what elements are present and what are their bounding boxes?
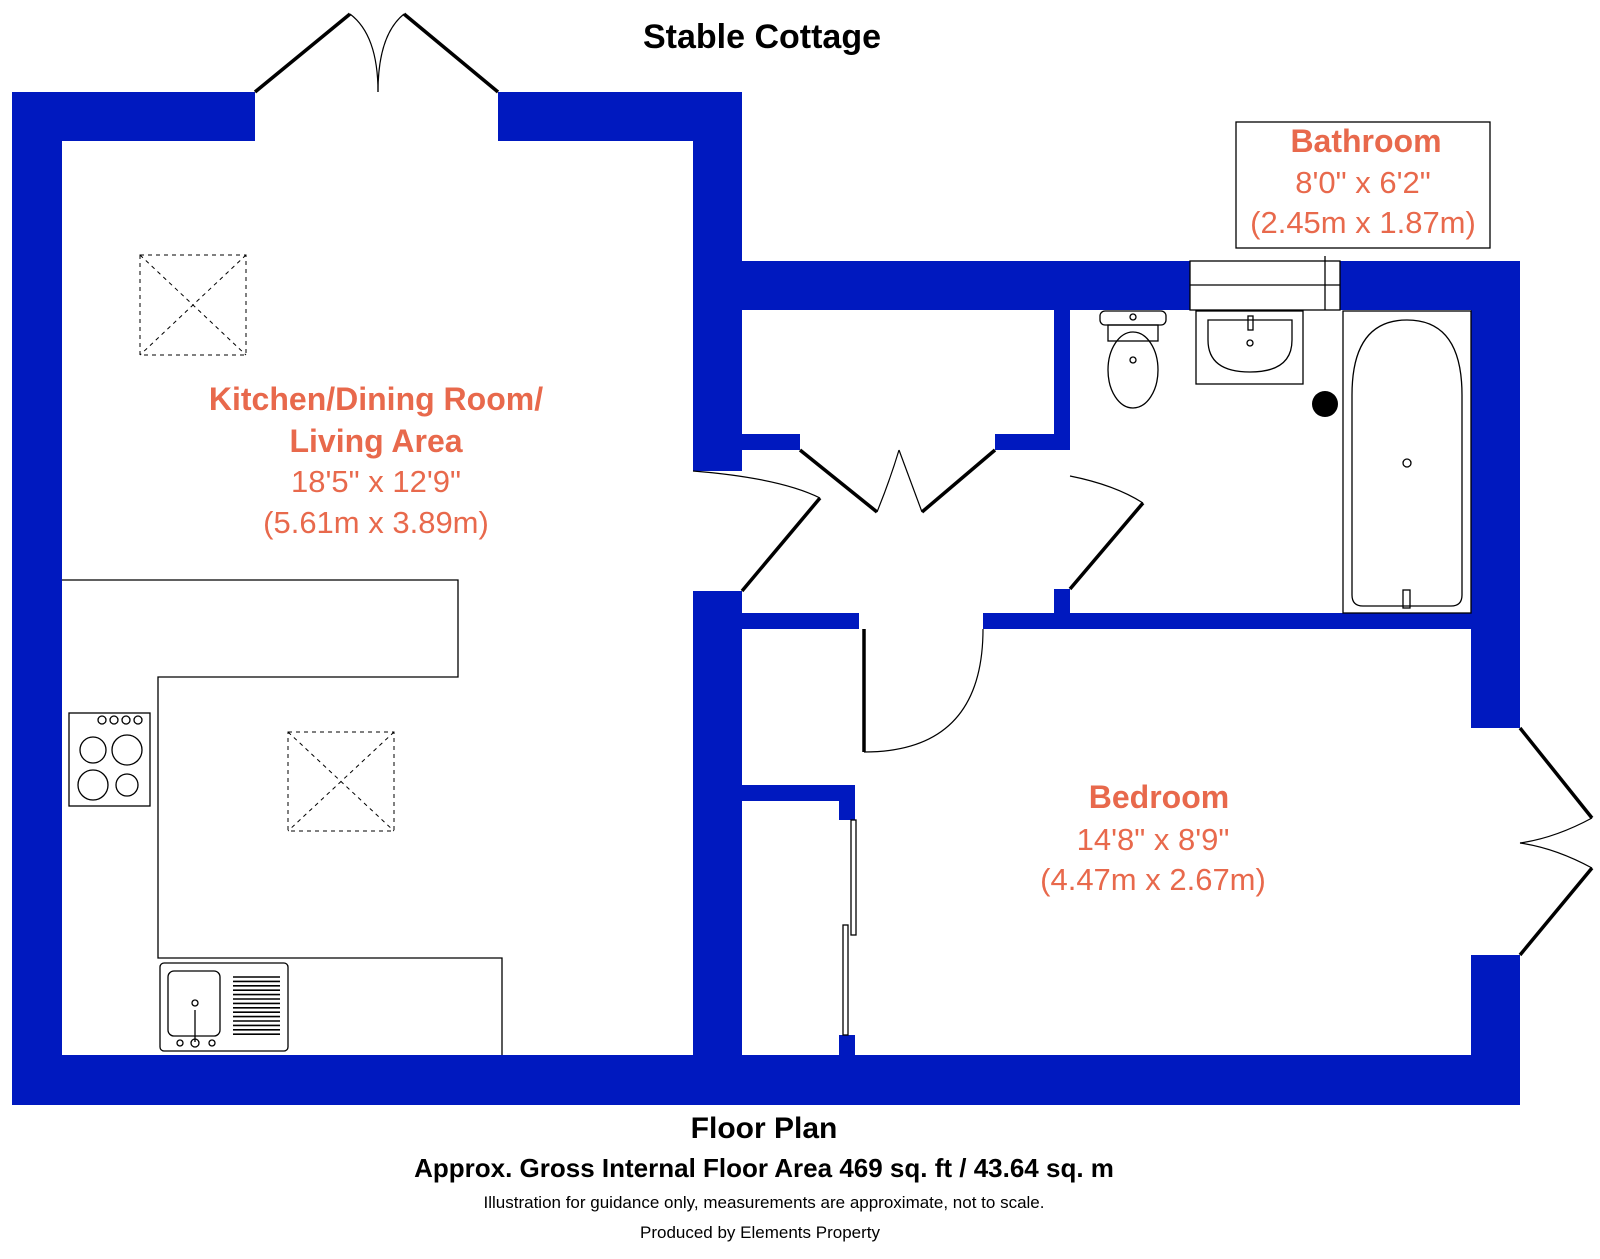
room-label-bathroom: Bathroom 8'0" x 6'2" (2.45m x 1.87m) — [1235, 121, 1491, 249]
kitchen-units — [62, 579, 503, 1055]
footer-heading: Floor Plan — [691, 1112, 838, 1145]
room-dimensions-metric: (5.61m x 3.89m) — [263, 505, 489, 540]
room-label-kitchen: Kitchen/Dining Room/ Living Area 18'5" x… — [209, 381, 543, 540]
plan-title: Stable Cottage — [643, 18, 881, 56]
footer-disclaimer: Illustration for guidance only, measurem… — [484, 1193, 1045, 1212]
bath-icon — [1342, 310, 1472, 614]
walls — [12, 92, 1520, 1105]
room-name: Bathroom — [1290, 123, 1441, 159]
soil-pipe-icon — [1312, 256, 1338, 417]
room-dimensions-imperial: 14'8" x 8'9" — [1077, 822, 1230, 857]
kitchen-door — [692, 470, 822, 593]
bathroom-door — [1068, 475, 1145, 591]
footer-credit: Produced by Elements Property — [640, 1223, 881, 1242]
wardrobe-sliding-doors — [842, 819, 857, 1036]
sink-icon — [159, 962, 289, 1052]
toilet-icon — [1099, 310, 1167, 409]
basin-icon — [1195, 310, 1304, 385]
hob-icon — [68, 712, 151, 807]
room-name: Bedroom — [1089, 779, 1229, 815]
french-doors-top — [253, 12, 500, 94]
room-dimensions-metric: (4.47m x 2.67m) — [1040, 862, 1266, 897]
skylight-icon — [287, 731, 395, 832]
room-dimensions-metric: (2.45m x 1.87m) — [1250, 205, 1476, 240]
room-name: Kitchen/Dining Room/ — [209, 381, 543, 417]
room-name: Living Area — [289, 423, 462, 459]
footer-area: Approx. Gross Internal Floor Area 469 sq… — [414, 1153, 1114, 1183]
room-dimensions-imperial: 18'5" x 12'9" — [291, 464, 461, 499]
room-label-bedroom: Bedroom 14'8" x 8'9" (4.47m x 2.67m) — [1040, 779, 1266, 897]
room-dimensions-imperial: 8'0" x 6'2" — [1295, 165, 1431, 200]
skylight-icon — [139, 254, 247, 356]
french-doors-bedroom — [1518, 726, 1594, 957]
bedroom-door — [862, 628, 984, 753]
cupboard-doors — [798, 448, 997, 514]
